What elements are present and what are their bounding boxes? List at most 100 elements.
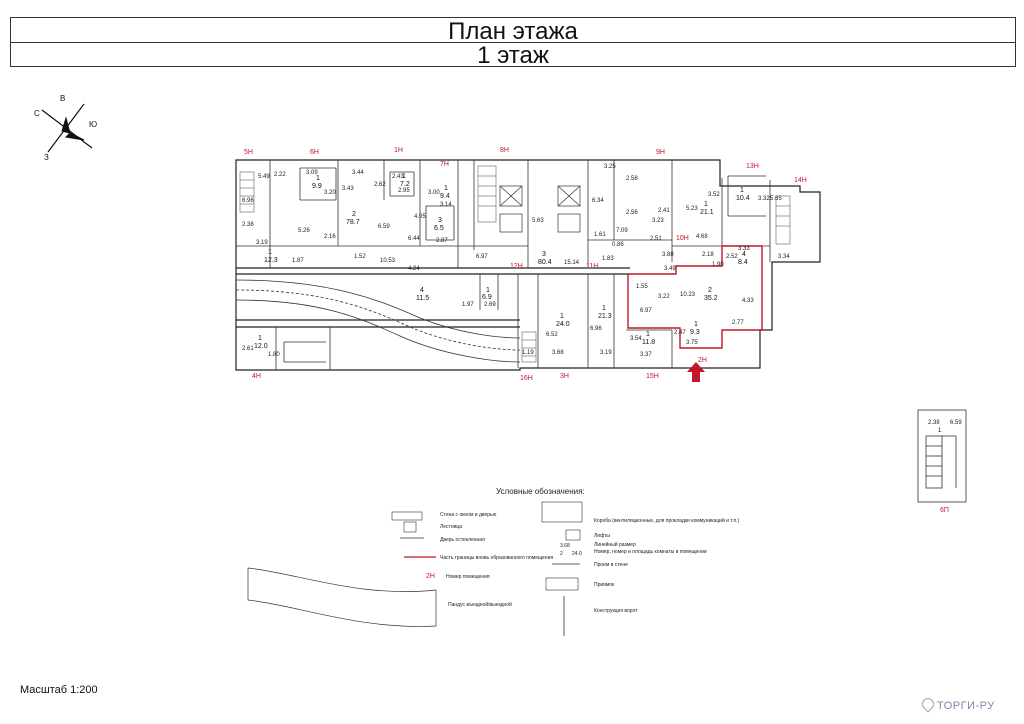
- premise-label-9n: 9Н: [656, 149, 665, 156]
- dim-label: 3.22: [658, 294, 670, 300]
- legend-sample-dim: 3.68: [560, 543, 570, 549]
- dim-label: 3.20: [324, 190, 336, 196]
- dim-label: 1.90: [712, 262, 724, 268]
- dim-label: 2.56: [626, 210, 638, 216]
- stairs-symbol-icon: [403, 521, 417, 533]
- room-number: 1: [740, 187, 744, 194]
- legend-sample-area: 24.0: [572, 551, 582, 557]
- dim-label: 3.88: [662, 252, 674, 258]
- room-number: 1: [602, 305, 606, 312]
- dim-label: 2.95: [398, 188, 410, 194]
- dim-label: 3.68: [552, 350, 564, 356]
- premise-label-6n: 6Н: [310, 149, 319, 156]
- legend-item: Конструкция ворот: [594, 608, 638, 614]
- room-number: 1: [402, 173, 406, 180]
- dim-label: 1.83: [602, 256, 614, 262]
- premise-label-1n: 1Н: [394, 147, 403, 154]
- compass-south: Ю: [89, 120, 97, 129]
- dim-label: 3.52: [708, 192, 720, 198]
- plan-title: План этажа: [448, 18, 578, 45]
- legend-item: Номер, номер и площадь комнаты в помещен…: [594, 549, 707, 555]
- room-area: 12.3: [264, 257, 278, 264]
- dim-label: 2.52: [726, 254, 738, 260]
- dim-label: 5.65: [770, 196, 782, 202]
- dim-label: 3.75: [686, 340, 698, 346]
- watermark-text: ТОРГИ-РУ: [937, 700, 995, 712]
- room-area: 11.5: [416, 295, 429, 302]
- room-area: 12.0: [254, 343, 268, 350]
- dim-label: 3.32: [758, 196, 770, 202]
- premise-label-5n: 5Н: [244, 149, 253, 156]
- dim-label: 1.87: [292, 258, 304, 264]
- room-number: 3: [438, 217, 442, 224]
- room-area: 9.3: [690, 329, 700, 336]
- dim-label: 5.23: [686, 206, 698, 212]
- dim-label: 2.16: [324, 234, 336, 240]
- dim-label: 6.34: [592, 198, 604, 204]
- dim-label: 3.09: [306, 170, 318, 176]
- dim-label: 2.61: [242, 346, 254, 352]
- dim-label: 6.96: [242, 198, 254, 204]
- title-block: План этажа 1 этаж: [10, 17, 1016, 69]
- legend-item: Пандус въездной/выездной: [448, 601, 512, 608]
- room-area: 6.5: [434, 225, 444, 232]
- dim-label: 3.49: [664, 266, 676, 272]
- dim-label: 1.52: [354, 254, 366, 260]
- premise-label-16n: 16Н: [520, 375, 533, 382]
- dim-label: 5.26: [298, 228, 310, 234]
- dim-label: 15.14: [564, 260, 580, 266]
- ramp-symbol-icon: [247, 567, 437, 627]
- premise-label-12n: 12Н: [510, 263, 523, 270]
- legend: Условные обозначения: Стена с окном и дв…: [247, 487, 740, 636]
- dim-label: 2.69: [484, 302, 496, 308]
- lift-shafts: [499, 185, 581, 233]
- dim-label: 2.47: [674, 330, 686, 336]
- room-number: 1: [646, 331, 650, 338]
- dim-label: 1.80: [268, 352, 280, 358]
- floor-title: 1 этаж: [477, 42, 549, 69]
- room-number: 4: [420, 287, 424, 294]
- dim-label: 3.37: [640, 352, 652, 358]
- interior-walls: [236, 160, 771, 370]
- room-area: 9.4: [440, 193, 450, 200]
- room-number: 4: [742, 251, 746, 258]
- dim-label: 2.51: [650, 236, 662, 242]
- premise-label-10n: 10Н: [676, 235, 689, 242]
- room-area: 10.4: [736, 195, 750, 202]
- dim-label: 3.00: [428, 190, 440, 196]
- premise-label-4n: 4Н: [252, 373, 261, 380]
- dim-label: 2.43: [392, 174, 404, 180]
- room-area: 9.9: [312, 183, 322, 190]
- legend-item: Часть границы вновь образованного помеще…: [440, 555, 553, 561]
- room-area: 7.2: [400, 181, 410, 188]
- dim-label: 3.44: [352, 170, 364, 176]
- dim-label: 10.23: [680, 292, 696, 298]
- dim-label: 2.58: [626, 176, 638, 182]
- room-area: 21.3: [598, 313, 612, 320]
- room-area: 6.9: [482, 294, 492, 301]
- dim-label: 3.25: [604, 164, 616, 170]
- dim-label: 2.22: [274, 172, 286, 178]
- dim-label: 6.96: [590, 326, 602, 332]
- dim-label: 1.97: [462, 302, 474, 308]
- room-number: 1: [444, 185, 448, 192]
- room-number: 1: [486, 287, 490, 294]
- room-number: 1: [268, 249, 272, 256]
- premise-label-2n: 2Н: [698, 357, 707, 364]
- compass-icon: С В Ю З: [34, 94, 97, 162]
- room-area: 24.0: [556, 321, 570, 328]
- compass-east: В: [60, 94, 65, 103]
- room-number: 1: [694, 321, 698, 328]
- premise-label-8n: 8Н: [500, 147, 509, 154]
- legend-sample-room: 2: [560, 551, 563, 557]
- dim-label: 6.59: [378, 224, 390, 230]
- room-number: 1: [316, 175, 320, 182]
- room-number: 3: [542, 251, 546, 258]
- logo-icon: [919, 695, 937, 713]
- legend-item: Проем в стене: [594, 562, 628, 568]
- dim-label: 3.54: [630, 336, 642, 342]
- staircase-icons: [239, 165, 791, 363]
- room-area: 21.1: [700, 209, 714, 216]
- dim-label: 6.52: [546, 332, 558, 338]
- room-number: 2: [708, 287, 712, 294]
